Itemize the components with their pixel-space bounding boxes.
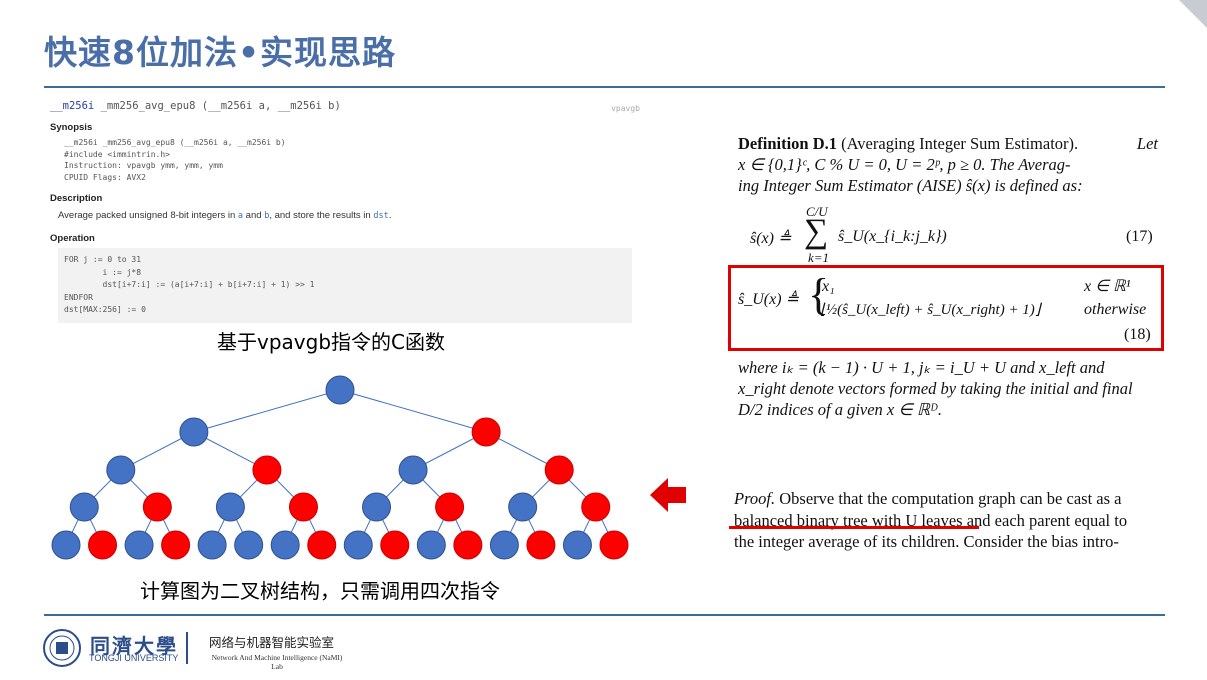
tree-node-blue <box>562 530 592 560</box>
synopsis-line: Instruction: vpavgb ymm, ymm, ymm <box>64 161 223 170</box>
tree-edge <box>193 389 341 433</box>
tree-node-red <box>288 492 318 522</box>
tree-node-blue <box>398 455 428 485</box>
definition-block: Definition D.1 (Averaging Integer Sum Es… <box>738 134 1158 195</box>
eq18-case1: x₁ <box>822 278 835 295</box>
tree-node-red <box>380 530 410 560</box>
lab-name-en: Network And Machine Intelligence (NaMI) … <box>211 653 343 671</box>
operation-heading: Operation <box>50 233 95 244</box>
tree-node-blue <box>489 530 519 560</box>
tree-node-red <box>581 492 611 522</box>
tree-node-blue <box>343 530 373 560</box>
university-name-en: TONGJI UNIVERSITY <box>89 653 179 663</box>
tree-node-red <box>544 455 574 485</box>
eq17-sum-bottom: k=1 <box>808 250 830 265</box>
where-block: where iₖ = (k − 1) · U + 1, jₖ = i_U + U… <box>738 358 1133 419</box>
tree-node-red <box>599 530 629 560</box>
instruction-tag: vpavgb <box>611 104 640 113</box>
tree-node-blue <box>270 530 300 560</box>
description-heading: Description <box>50 193 103 204</box>
proof-line: balanced binary tree with U leaves and e… <box>734 510 1128 530</box>
eq17-number: (17) <box>1126 228 1153 245</box>
tree-edge <box>339 389 487 433</box>
eq18-number: (18) <box>1124 326 1151 343</box>
tree-node-blue <box>69 492 99 522</box>
synopsis-block: __m256i _mm256_avg_epu8 (__m256i a, __m2… <box>64 137 640 183</box>
signature-type: __m256i <box>50 100 95 112</box>
tree-node-blue <box>416 530 446 560</box>
definition-label: Definition D.1 <box>738 134 837 153</box>
tree-node-blue <box>197 530 227 560</box>
footer-separator <box>186 632 188 664</box>
eq17-rhs: ŝ_U(x_{i_k:j_k}) <box>838 228 947 245</box>
intrinsic-doc: __m256i _mm256_avg_epu8 (__m256i a, __m2… <box>50 100 640 323</box>
binary-tree-diagram <box>51 375 629 560</box>
proof-label: Proof. <box>734 489 776 508</box>
tree-node-red <box>307 530 337 560</box>
tree-node-red <box>252 455 282 485</box>
left-arrow-icon <box>650 478 686 512</box>
sum-symbol-icon: ∑ <box>804 213 829 250</box>
tree-node-blue <box>508 492 538 522</box>
tree-node-blue <box>179 417 209 447</box>
eq17-lhs: ŝ(x) ≜ <box>750 230 792 247</box>
tree-node-red <box>88 530 118 560</box>
eq18-case2-cond: otherwise <box>1084 301 1147 318</box>
synopsis-line: #include <immintrin.h> <box>64 149 170 159</box>
proof-line: the integer average of its children. Con… <box>734 532 1119 551</box>
synopsis-heading: Synopsis <box>50 122 93 133</box>
left-brace-icon: { <box>808 270 830 319</box>
lab-name-cn: 网络与机器智能实验室 <box>209 635 335 650</box>
description-text: Average packed unsigned 8-bit integers i… <box>58 210 392 221</box>
tree-node-blue <box>51 530 81 560</box>
red-underline <box>729 526 979 529</box>
title-divider <box>44 86 1165 88</box>
intrinsic-signature: __m256i _mm256_avg_epu8 (__m256i a, __m2… <box>50 100 640 112</box>
c-function-caption: 基于vpavgb指令的C函数 <box>217 330 445 354</box>
tree-node-blue <box>234 530 264 560</box>
tree-node-red <box>453 530 483 560</box>
tree-node-red <box>526 530 556 560</box>
operation-code: FOR j := 0 to 31 i := j*8 dst[i+7:i] := … <box>58 248 632 323</box>
synopsis-line: __m256i _mm256_avg_epu8 (__m256i a, __m2… <box>64 138 286 147</box>
university-name-cn: 同濟大學 <box>90 634 178 658</box>
signature-name: _mm256_avg_epu8 <box>100 100 196 112</box>
eq18-lhs: ŝ_U(x) ≜ <box>738 291 799 308</box>
tree-node-blue <box>215 492 245 522</box>
synopsis-line: CPUID Flags: AVX2 <box>64 172 146 182</box>
tree-node-blue <box>362 492 392 522</box>
footer-divider <box>44 614 1165 616</box>
definition-name: (Averaging Integer Sum Estimator). <box>841 134 1079 153</box>
tree-node-blue <box>106 455 136 485</box>
tree-node-red <box>161 530 191 560</box>
signature-args: (__m256i a, __m256i b) <box>201 100 341 112</box>
tongji-seal-logo <box>43 629 81 667</box>
tree-caption: 计算图为二叉树结构，只需调用四次指令 <box>140 579 500 603</box>
eq17-sum-top: C/U <box>806 204 828 219</box>
definition-line: ing Integer Sum Estimator (AISE) ŝ(x) is… <box>738 176 1083 195</box>
tree-node-red <box>435 492 465 522</box>
tree-node-red <box>471 417 501 447</box>
page-corner-fold <box>1179 0 1207 28</box>
eq18-case2: ⌊½(ŝ_U(x_left) + ŝ_U(x_right) + 1)⌋ <box>820 302 1041 318</box>
tree-node-blue <box>325 375 355 405</box>
proof-block: Proof. Observe that the computation grap… <box>734 488 1164 553</box>
slide-title: 快速8位加法•实现思路 <box>44 33 397 72</box>
definition-line: x ∈ {0,1}ᶜ, C % U = 0, U = 2ᵖ, p ≥ 0. Th… <box>738 155 1071 174</box>
tree-node-red <box>142 492 172 522</box>
tree-node-blue <box>124 530 154 560</box>
highlight-box <box>728 265 1164 351</box>
eq18-case1-cond: x ∈ ℝ¹ <box>1084 278 1131 295</box>
